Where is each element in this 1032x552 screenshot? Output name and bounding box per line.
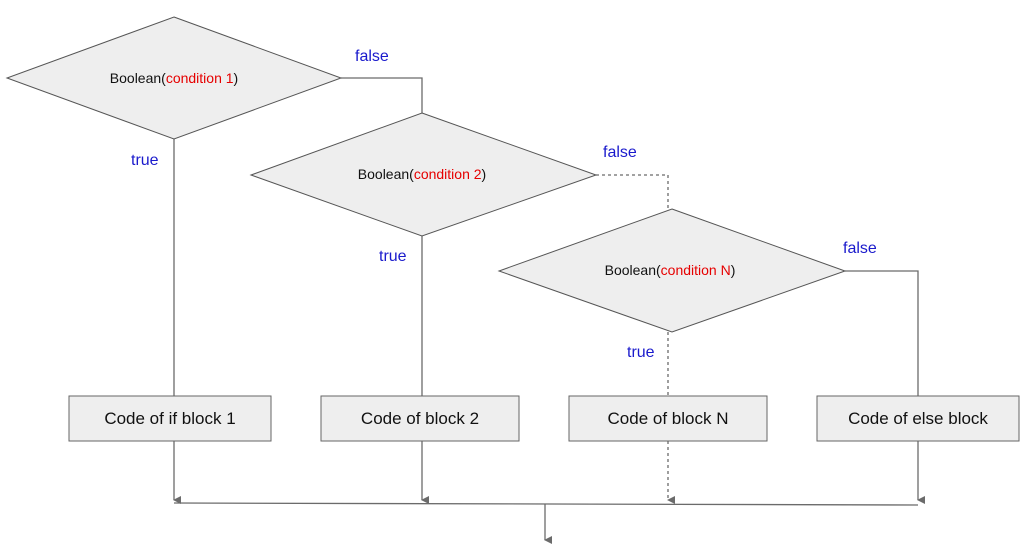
condition-2-text: Boolean(condition 2) (358, 166, 486, 182)
block-n: Code of block N (568, 395, 768, 442)
decision-condition-n: Boolean(condition N) (497, 208, 847, 333)
merge-line (173, 502, 919, 506)
true-label-1: true (131, 152, 159, 169)
block-2: Code of block 2 (320, 395, 520, 442)
decision-condition-1: Boolean(condition 1) (5, 16, 343, 140)
block-n-label: Code of block N (608, 409, 729, 428)
false-connector-1 (341, 77, 423, 113)
decision-condition-2: Boolean(condition 2) (249, 112, 598, 237)
false-label-2: false (603, 144, 637, 161)
if-block-1-label: Code of if block 1 (104, 409, 235, 428)
true-label-n: true (627, 344, 655, 361)
if-block-1: Code of if block 1 (68, 395, 272, 442)
false-connector-n (845, 270, 919, 396)
false-label-n: false (843, 240, 877, 257)
true-label-2: true (379, 248, 407, 265)
condition-n-text: Boolean(condition N) (605, 262, 736, 278)
else-block: Code of else block (816, 395, 1020, 442)
false-connector-2 (596, 174, 669, 209)
block-2-label: Code of block 2 (361, 409, 479, 428)
else-block-label: Code of else block (848, 409, 988, 428)
false-label-1: false (355, 48, 389, 65)
condition-1-text: Boolean(condition 1) (110, 70, 238, 86)
